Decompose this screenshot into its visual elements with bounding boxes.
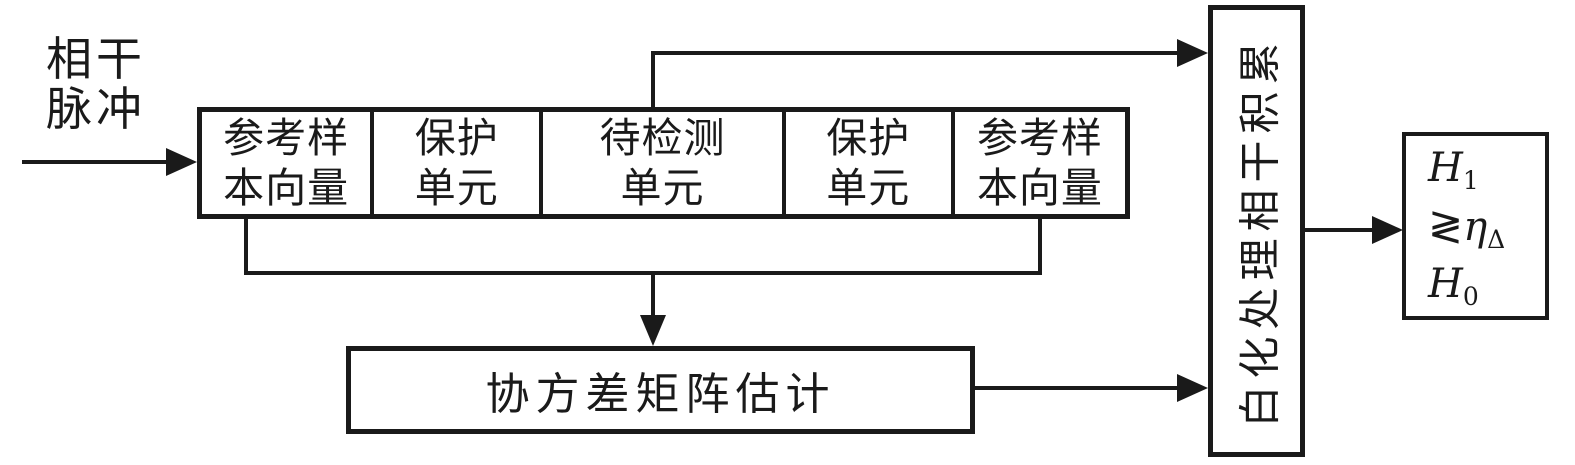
coherent-pulse-line2: 脉冲 <box>46 82 146 136</box>
cell-reference-left-line1: 参考样 <box>223 114 350 162</box>
cell-under-test-line1: 待检测 <box>599 114 726 162</box>
eta-subscript: Δ <box>1487 224 1506 254</box>
threshold-comparison: ≷ηΔ <box>1428 197 1545 256</box>
cell-guard-right: 保护 单元 <box>781 112 951 214</box>
decision-threshold-box: H1 ≷ηΔ H0 <box>1402 132 1549 320</box>
cell-reference-left-line2: 本向量 <box>223 164 350 212</box>
cell-reference-left: 参考样 本向量 <box>202 112 370 214</box>
reference-left-drop-line <box>244 217 248 275</box>
gtrless-symbol: ≷ <box>1428 200 1464 250</box>
h1-subscript: 1 <box>1462 165 1479 195</box>
range-cell-row: 参考样 本向量 保护 单元 待检测 单元 保护 单元 参考样 本向量 <box>197 107 1130 219</box>
cell-reference-right-line1: 参考样 <box>976 114 1103 162</box>
cell-guard-right-line2: 单元 <box>826 164 911 212</box>
cell-under-test-line2: 单元 <box>620 164 705 212</box>
cell-reference-right: 参考样 本向量 <box>950 112 1125 214</box>
hypothesis-h1: H1 <box>1428 140 1545 197</box>
input-arrow-line <box>22 160 169 164</box>
whitening-coherent-integration-label: 白化处理相干积累 <box>1235 34 1285 428</box>
cell-guard-left: 保护 单元 <box>370 112 539 214</box>
covariance-to-whitening-arrow-head-icon <box>1177 374 1208 402</box>
whitening-to-decision-arrow-head-icon <box>1372 216 1403 244</box>
h0-symbol: H <box>1428 260 1463 307</box>
cell-guard-left-line2: 单元 <box>414 164 499 212</box>
whitening-to-decision-line <box>1305 228 1374 232</box>
eta-symbol: η <box>1463 203 1488 250</box>
coherent-pulse-line1: 相干 <box>46 32 146 86</box>
cell-under-test: 待检测 单元 <box>539 112 781 214</box>
cell-reference-right-line2: 本向量 <box>976 164 1103 212</box>
cut-tap-horizontal-line <box>651 51 1179 55</box>
h1-symbol: H <box>1428 144 1463 191</box>
covariance-estimation-box: 协方差矩阵估计 <box>346 346 975 434</box>
coherent-pulse-label: 相干脉冲 <box>46 34 146 134</box>
covariance-to-whitening-line <box>975 386 1179 390</box>
whitening-coherent-integration-box: 白化处理相干积累 <box>1208 5 1305 457</box>
covariance-feed-line <box>651 271 655 317</box>
cell-guard-right-line1: 保护 <box>826 114 911 162</box>
cut-tap-arrow-head-icon <box>1177 39 1208 67</box>
cut-tap-vertical-line <box>651 53 655 109</box>
h0-subscript: 0 <box>1462 281 1479 311</box>
covariance-estimation-label: 协方差矩阵估计 <box>485 369 836 420</box>
reference-gather-line <box>244 271 1042 275</box>
reference-right-drop-line <box>1038 217 1042 275</box>
input-arrow-head-icon <box>166 148 197 176</box>
cell-guard-left-line1: 保护 <box>414 114 499 162</box>
hypothesis-h0: H0 <box>1428 256 1545 313</box>
covariance-arrow-head-icon <box>640 315 666 346</box>
